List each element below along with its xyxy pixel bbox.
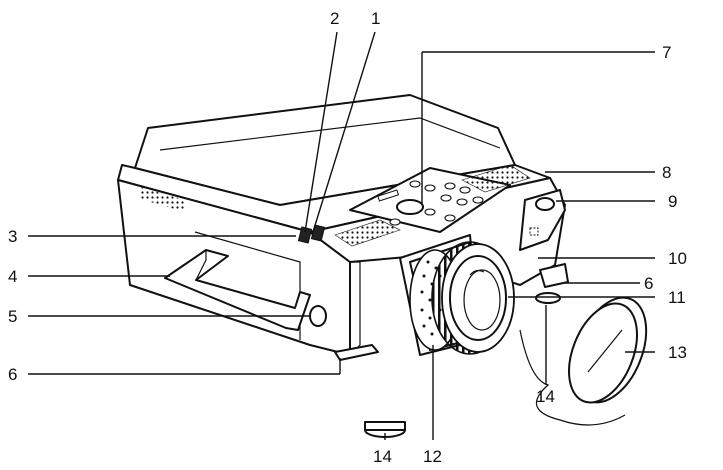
projector-body — [117, 94, 648, 438]
callout-14-right: 14 — [536, 387, 555, 406]
callout-8: 8 — [662, 163, 671, 182]
callout-labels: 1 2 3 4 5 6 6 7 8 9 10 11 12 13 14 14 — [8, 9, 687, 466]
callout-1: 1 — [371, 9, 380, 28]
callout-11: 11 — [668, 288, 686, 307]
callout-3: 3 — [8, 227, 17, 246]
callout-7: 7 — [662, 43, 671, 62]
callout-2: 2 — [330, 9, 339, 28]
callout-10: 10 — [668, 249, 687, 268]
callout-6-left: 6 — [8, 365, 17, 384]
callout-lines — [28, 31, 655, 440]
callout-9: 9 — [668, 192, 677, 211]
callout-6-right: 6 — [644, 274, 653, 293]
callout-12: 12 — [423, 447, 442, 466]
callout-14-left: 14 — [373, 447, 392, 466]
callout-5: 5 — [8, 307, 17, 326]
callout-4: 4 — [8, 267, 17, 286]
callout-13: 13 — [668, 343, 687, 362]
